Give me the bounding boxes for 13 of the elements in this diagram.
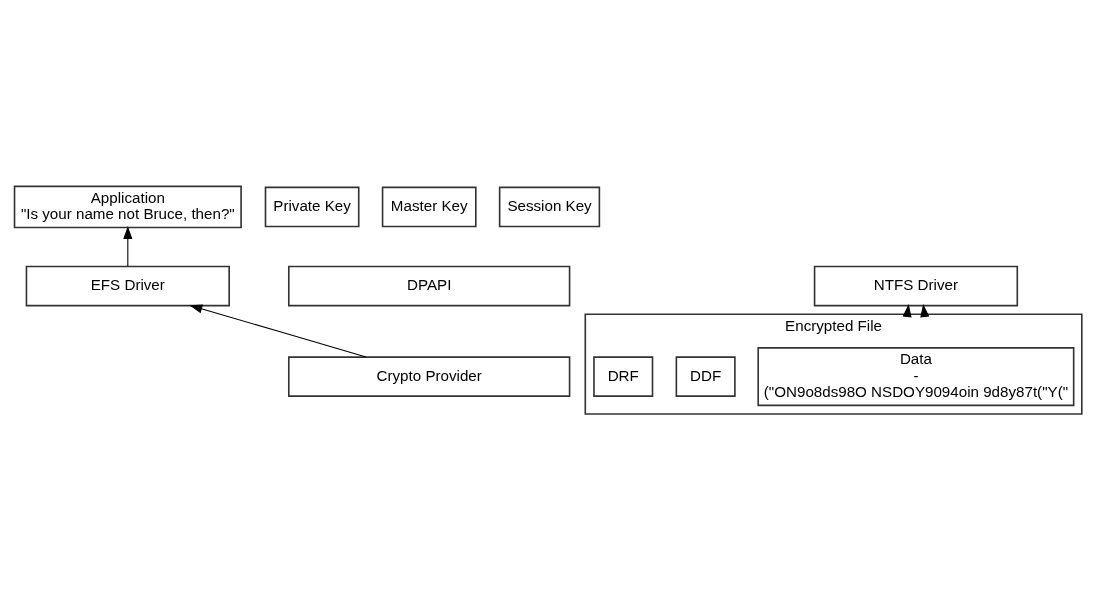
node-box: Data - ("ON9o8ds98O NSDOY9094oin 9d8y87t("Y(": [757, 347, 1075, 407]
node-box: Crypto Provider: [288, 356, 571, 397]
node-box: Application "Is your name not Bruce, then?": [13, 185, 242, 229]
node-box: NTFS Driver: [813, 265, 1019, 307]
node-box: DPAPI: [288, 265, 571, 307]
arrow: [123, 225, 133, 267]
node-box: Master Key: [381, 186, 477, 228]
node-box: DRF: [593, 356, 654, 397]
node-box: Session Key: [498, 186, 601, 228]
arrow: [189, 304, 367, 358]
node-box: DDF: [675, 356, 736, 397]
node-box: EFS Driver: [25, 265, 230, 307]
node-box: Private Key: [264, 186, 360, 228]
